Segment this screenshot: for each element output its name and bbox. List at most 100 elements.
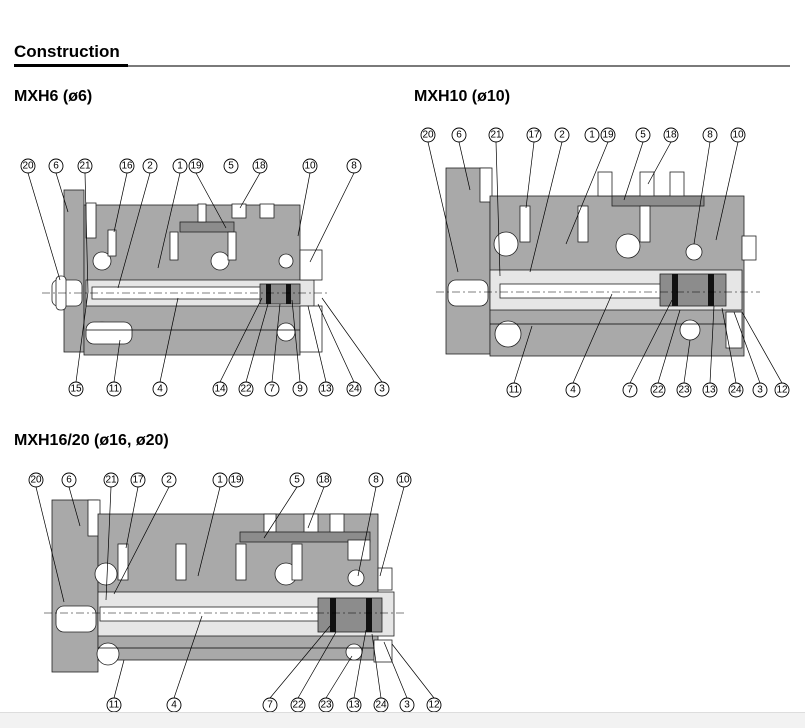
mxh6-callout-2: 2 [147, 161, 153, 172]
mxh6-screw-head-a [231, 203, 247, 219]
mxh10-callout-21: 21 [490, 130, 502, 141]
mxh16-callout-24: 24 [375, 700, 387, 711]
mxh16-callout-13: 13 [348, 700, 360, 711]
mxh6-callout-6: 6 [53, 161, 59, 172]
section-title: Construction [14, 42, 120, 61]
mxh10-callout-23: 23 [678, 385, 690, 396]
mxh6-callout-3: 3 [379, 384, 385, 395]
mxh10-piston [659, 273, 727, 307]
mxh10-bolt-circle-a [493, 231, 519, 257]
mxh6-screw-head-b [259, 203, 275, 219]
mxh6-callout-21: 21 [79, 161, 91, 172]
mxh16-table-rail [239, 531, 371, 543]
mxh6-bolt-slot [197, 203, 207, 223]
mxh6-callout-8: 8 [351, 161, 357, 172]
mxh6-bolt-circle-a [92, 251, 112, 271]
figure-title-mxh6: MXH6 (ø6) [14, 88, 93, 105]
mxh16-piston [317, 597, 383, 633]
figure-title-mxh10: MXH10 (ø10) [414, 88, 511, 105]
mxh10-end-plate-notch [479, 167, 493, 203]
mxh10-bolt-slot [597, 171, 613, 197]
mxh10-callouts: 20 6 21 17 2 1 19 5 18 8 10 11 4 7 22 23… [420, 127, 790, 398]
mxh6-screw-1 [169, 231, 179, 261]
mxh6-callout-13: 13 [320, 384, 332, 395]
mxh16-bolt-circle-a [94, 562, 118, 586]
mxh16-callout-17: 17 [132, 475, 144, 486]
mxh6-callout-5: 5 [228, 161, 234, 172]
section-rule-extension [128, 65, 790, 67]
mxh16-callout-6: 6 [66, 475, 72, 486]
mxh10-callout-12: 12 [776, 385, 788, 396]
mxh10-callout-20: 20 [422, 130, 434, 141]
mxh6-bolt-circle-c [278, 253, 294, 269]
mxh10-bolt-circle-d [494, 320, 522, 348]
mxh6-drawing [42, 189, 330, 356]
mxh10-callout-17: 17 [528, 130, 540, 141]
mxh10-callout-2: 2 [559, 130, 565, 141]
mxh10-callout-10: 10 [732, 130, 744, 141]
mxh6-bolt-circle-b [210, 251, 230, 271]
mxh16-screw-19 [235, 543, 247, 581]
mxh16-rod-end [55, 605, 97, 633]
mxh6-callout-20: 20 [22, 161, 34, 172]
mxh10-callout-24: 24 [730, 385, 742, 396]
mxh6-callout-4: 4 [157, 384, 163, 395]
mxh10-screw-18 [639, 205, 651, 243]
mxh10-seal-b [708, 274, 714, 306]
mxh6-guide-block [85, 321, 133, 345]
figure-title-mxh16: MXH16/20 (ø16, ø20) [14, 432, 169, 449]
mxh16-callout-2: 2 [166, 475, 172, 486]
mxh6-table-rail [179, 221, 235, 233]
mxh16-side-block [347, 539, 371, 561]
mxh6-callout-15: 15 [70, 384, 82, 395]
mxh10-bolt-circle-b [615, 233, 641, 259]
mxh16-callout-23: 23 [320, 700, 332, 711]
mxh6-callout-9: 9 [297, 384, 303, 395]
mxh16-port-block [377, 567, 393, 591]
mxh16-callout-7: 7 [267, 700, 273, 711]
mxh6-callout-11: 11 [109, 384, 120, 395]
mxh6-callout-18: 18 [254, 161, 266, 172]
mxh10-callout-11: 11 [509, 385, 520, 396]
mxh10-callout-19: 19 [602, 130, 614, 141]
mxh10-port-block [741, 235, 757, 261]
mxh10-callout-8: 8 [707, 130, 713, 141]
mxh6-callout-16: 16 [121, 161, 133, 172]
mxh6-port-block [299, 249, 323, 281]
mxh16-callout-11: 11 [109, 700, 120, 711]
mxh6-seal-b [286, 284, 291, 304]
mxh10-callout-4: 4 [570, 385, 576, 396]
mxh6-screw-18 [227, 231, 237, 261]
mxh16-callout-20: 20 [30, 475, 42, 486]
mxh10-drawing [436, 167, 760, 357]
mxh16-callout-21: 21 [105, 475, 117, 486]
mxh10-callout-1: 1 [589, 130, 595, 141]
mxh16-bolt-circle-c [347, 569, 365, 587]
mxh6-callout-22: 22 [240, 384, 252, 395]
mxh10-rod-end [447, 279, 489, 307]
mxh10-seal-a [672, 274, 678, 306]
mxh10-table-rail [611, 195, 705, 207]
mxh6-callout-14: 14 [214, 384, 226, 395]
mxh16-callout-4: 4 [171, 700, 177, 711]
mxh16-callout-12: 12 [428, 700, 440, 711]
mxh16-callouts: 20 6 21 17 2 1 19 5 18 8 10 11 4 7 22 23… [28, 472, 442, 713]
window-bottom-strip [0, 712, 805, 728]
mxh10-screw-17 [519, 205, 531, 243]
mxh16-seal-a [330, 598, 336, 632]
mxh16-drawing [44, 499, 404, 673]
mxh16-bolt-circle-e [345, 643, 363, 661]
mxh6-seal-a [266, 284, 271, 304]
mxh6-callout-1: 1 [177, 161, 183, 172]
mxh16-callout-1: 1 [217, 475, 223, 486]
mxh10-callout-6: 6 [456, 130, 462, 141]
mxh16-callout-19: 19 [230, 475, 242, 486]
mxh16-screw-1 [175, 543, 187, 581]
mxh16-callout-3: 3 [404, 700, 410, 711]
section-rule [14, 64, 128, 67]
mxh10-callout-5: 5 [640, 130, 646, 141]
mxh10-screw-1 [577, 205, 589, 243]
mxh16-piston-rod [99, 606, 323, 622]
